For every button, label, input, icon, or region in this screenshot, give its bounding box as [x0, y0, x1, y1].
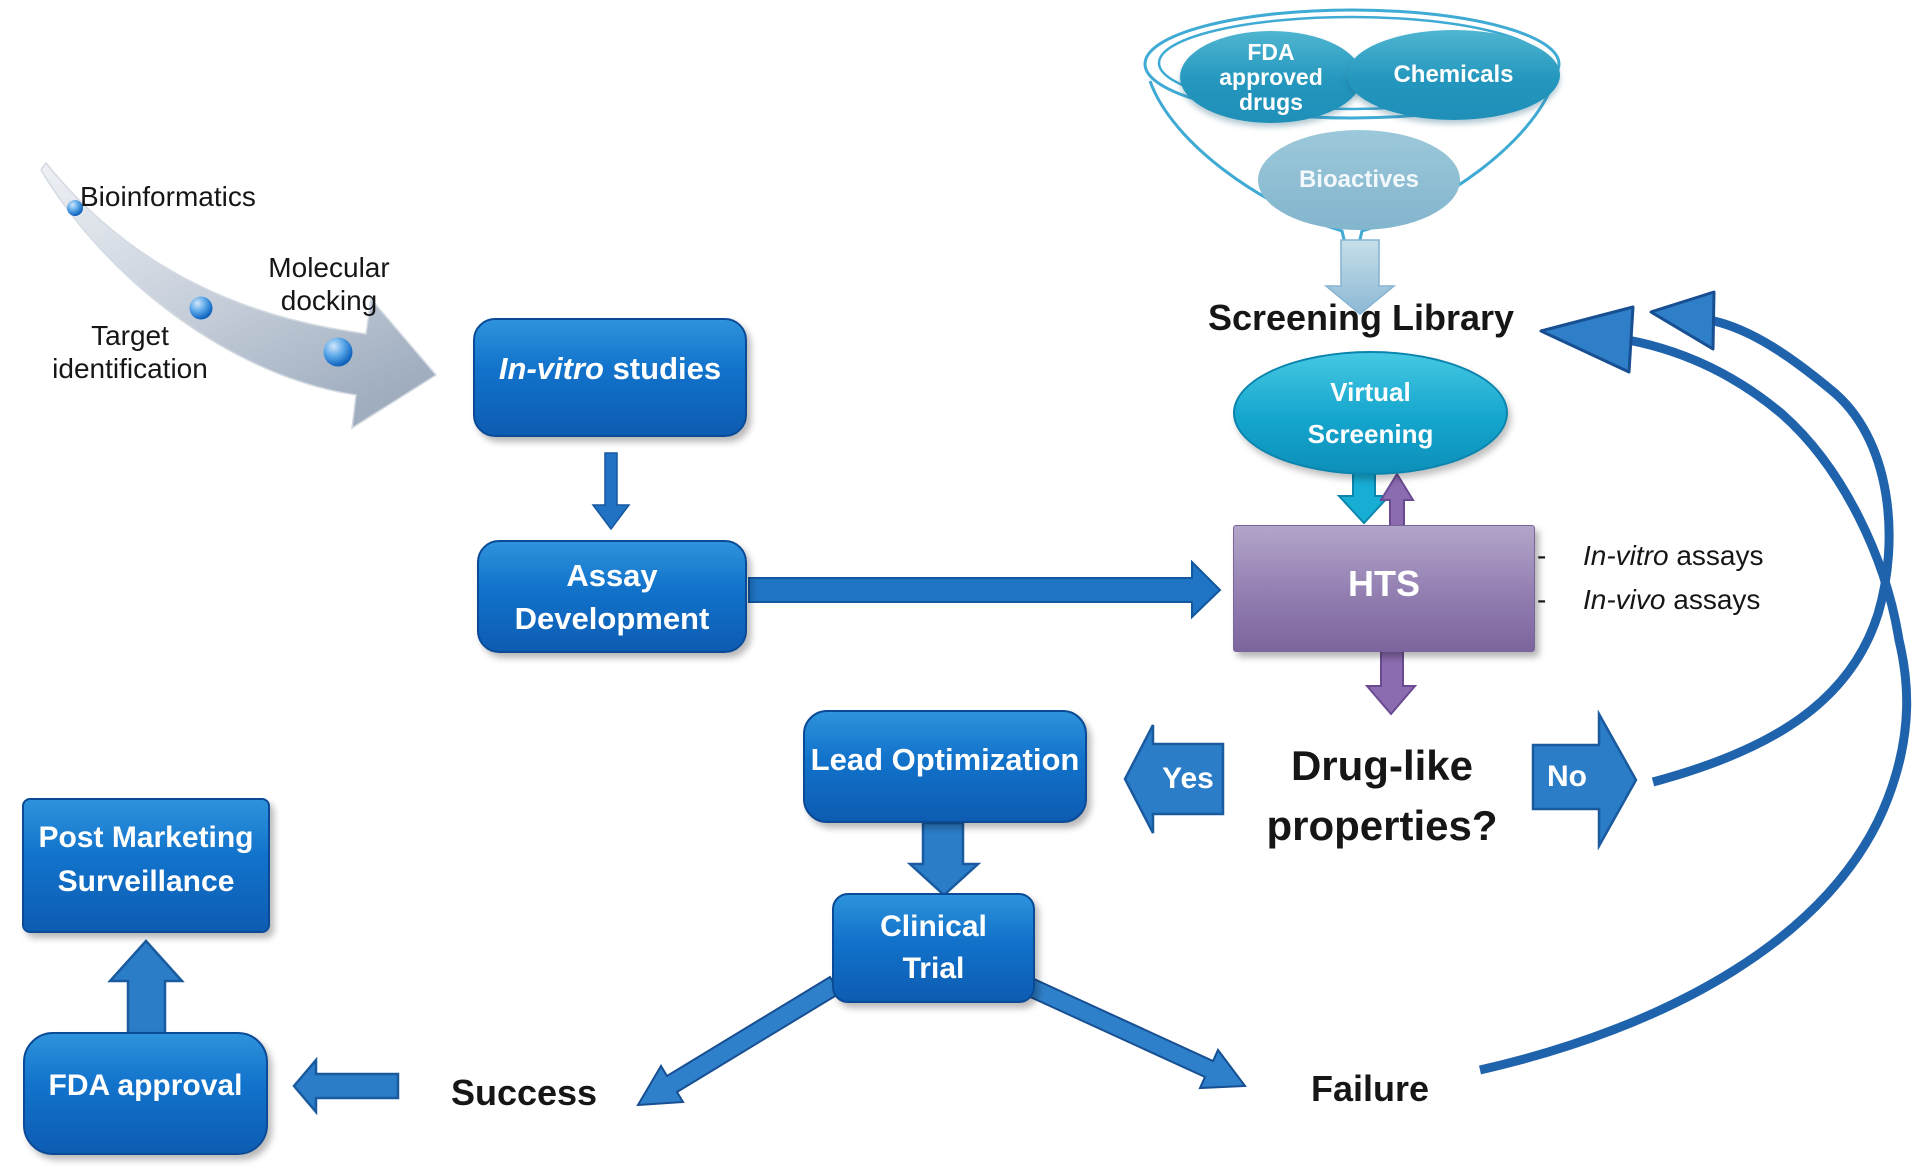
label-molecular-docking: Molecular docking: [268, 252, 390, 316]
node-clinical-trial: Clinical Trial: [832, 893, 1035, 1003]
label-screening-library: Screening Library: [1207, 297, 1515, 338]
arrow-fda-to-pms: [107, 939, 185, 1036]
arrow-clinical-to-success: [636, 975, 842, 1107]
ellipse-chemicals: Chemicals: [1347, 30, 1560, 120]
label-target-identification: Target identification: [52, 320, 208, 384]
curve-failure-to-library: [1479, 335, 1912, 1075]
node-invitro-studies: In-vitro studies: [473, 318, 747, 437]
curve-no-arrowhead: [1649, 290, 1716, 351]
arrow-success-to-fda: [292, 1056, 400, 1116]
label-drug-like-properties: Drug-like properties?: [1266, 742, 1498, 849]
label-yes: Yes: [1162, 762, 1214, 795]
label-success: Success: [450, 1072, 598, 1113]
funnel-to-library-arrow: [1323, 239, 1397, 315]
arrow-yes: [1123, 724, 1225, 834]
label-no: No: [1547, 760, 1587, 793]
dash: -: [1537, 540, 1547, 571]
arrow-no: [1531, 709, 1638, 851]
arrow-invitro-to-assay: [591, 452, 631, 531]
arrow-leadopt-to-clinical: [906, 821, 982, 897]
arrow-vs-to-hts: [1336, 470, 1392, 525]
arrow-clinical-to-failure: [1024, 977, 1247, 1090]
curve-failure-arrowhead: [1539, 305, 1635, 374]
sphere-icon: [189, 296, 213, 320]
node-fda-approval: FDA approval: [23, 1032, 268, 1155]
ellipse-virtual-screening: Virtual Screening: [1233, 351, 1508, 475]
label-invivo-assays: -In-vivo assays: [1537, 584, 1761, 615]
arrow-hts-to-vs: [1379, 472, 1415, 527]
dash: -: [1537, 584, 1547, 615]
label-failure: Failure: [1310, 1068, 1430, 1109]
ellipse-bioactives: Bioactives: [1258, 130, 1460, 230]
ellipse-fda-approved-drugs: FDA approved drugs: [1180, 31, 1362, 123]
label-invitro-assays: -In-vitro assays: [1537, 540, 1764, 571]
label-bioinformatics: Bioinformatics: [80, 181, 256, 212]
arrow-assay-to-hts: [748, 559, 1222, 620]
node-lead-optimization: Lead Optimization: [803, 710, 1087, 823]
node-assay-development: Assay Development: [477, 540, 747, 653]
sphere-icon: [323, 337, 353, 367]
sphere-icon: [67, 200, 83, 216]
curve-no-to-library: [1651, 316, 1894, 787]
node-post-marketing-surveillance: Post Marketing Surveillance: [22, 798, 270, 933]
node-hts: HTS: [1233, 525, 1535, 652]
